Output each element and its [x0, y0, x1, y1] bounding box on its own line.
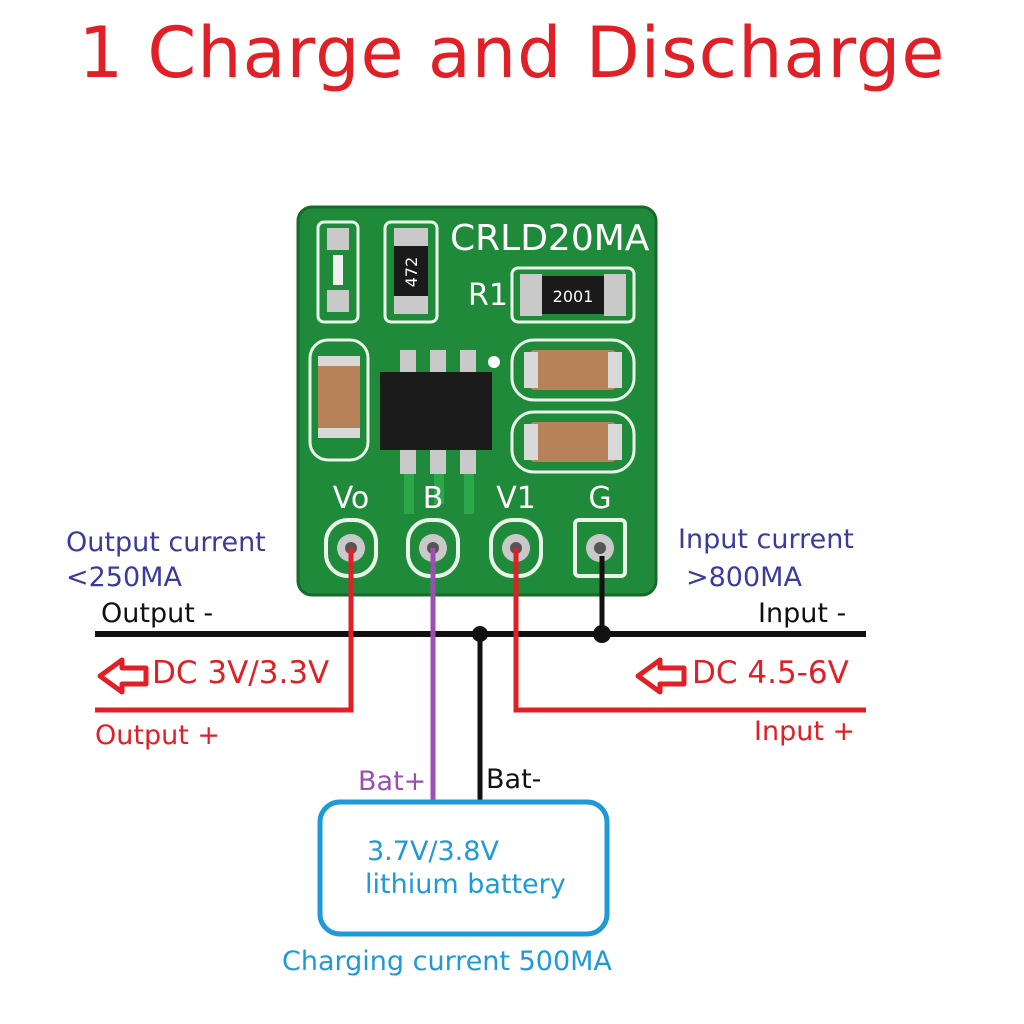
- battery-plus-label: Bat+: [358, 766, 427, 797]
- output-current-label: Output current: [66, 527, 266, 558]
- input-minus-label: Input -: [758, 598, 847, 629]
- input-voltage-label: DC 4.5-6V: [692, 655, 849, 691]
- page-title: 1 Charge and Discharge: [78, 12, 946, 94]
- charging-current-label: Charging current 500MA: [282, 946, 612, 977]
- pin-label-v1: V1: [496, 481, 536, 516]
- input-current-label: Input current: [678, 524, 854, 555]
- r1-label: R1: [468, 278, 508, 313]
- pcb-board: 472 CRLD20MA R1 2001: [296, 205, 658, 597]
- input-arrow-icon: [635, 657, 687, 695]
- output-minus-label: Output -: [101, 598, 214, 629]
- junction-dot-battery: [472, 626, 488, 642]
- battery-voltage-label: 3.7V/3.8V: [367, 836, 499, 867]
- battery-type-label: lithium battery: [365, 869, 566, 900]
- board-model-label: CRLD20MA: [450, 218, 650, 259]
- output-positive-wire: [95, 548, 354, 713]
- junction-dot-ground: [593, 625, 611, 643]
- output-current-value: <250MA: [66, 562, 182, 593]
- pin-label-g: G: [588, 481, 611, 516]
- battery-minus-label: Bat-: [486, 764, 542, 795]
- pin-label-b: B: [423, 481, 444, 516]
- pin-label-vo: Vo: [333, 481, 370, 516]
- resistor-large-label: 2001: [553, 287, 594, 306]
- output-voltage-label: DC 3V/3.3V: [152, 655, 330, 691]
- output-plus-label: Output +: [95, 720, 220, 751]
- battery-box: [317, 799, 610, 937]
- input-current-value: >800MA: [686, 562, 802, 593]
- input-plus-label: Input +: [754, 716, 856, 747]
- output-arrow-icon: [97, 657, 149, 695]
- resistor-small-label: 472: [402, 257, 421, 288]
- input-positive-wire: [513, 548, 866, 713]
